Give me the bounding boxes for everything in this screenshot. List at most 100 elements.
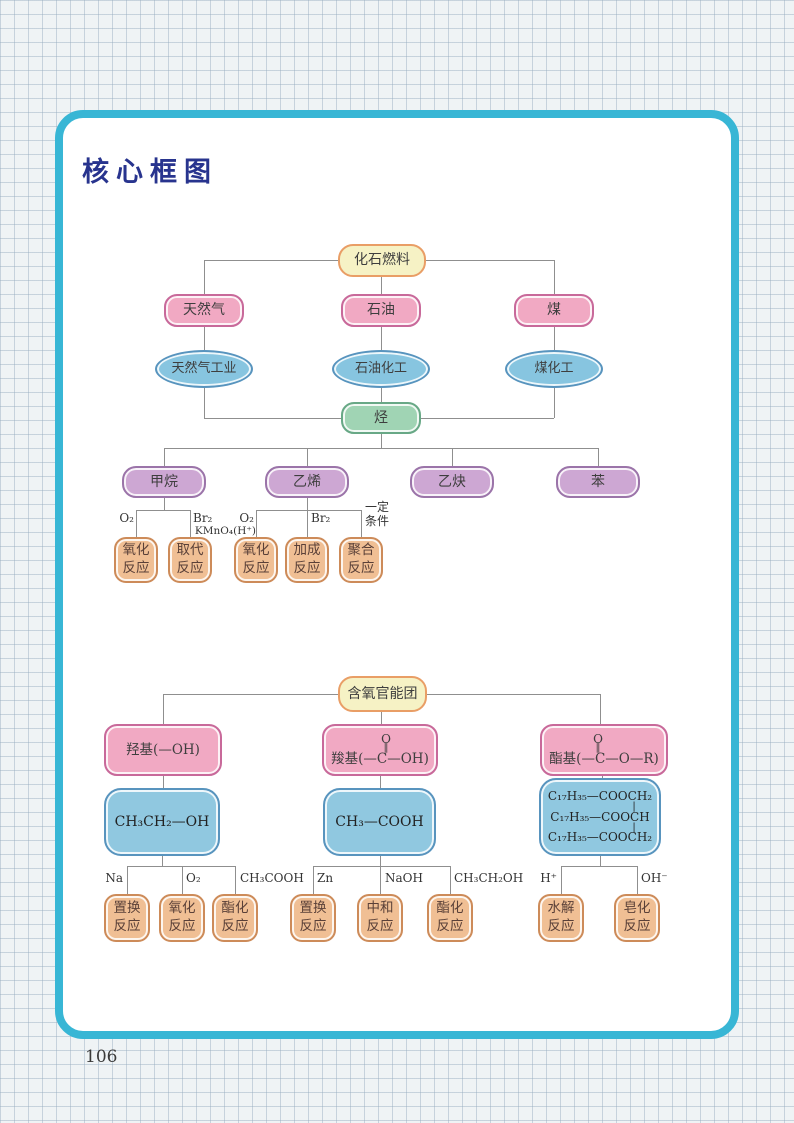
reaction-node-oxidation: 氧化反应 [159, 894, 205, 942]
node-label: 石油化工 [354, 361, 407, 377]
condition-label: NaOH [385, 871, 423, 885]
condition-label: O₂ [186, 871, 201, 885]
node-label: 天然气工业 [171, 361, 237, 377]
condition-label: Br₂ [311, 511, 331, 525]
node-label: 石油 [367, 302, 395, 319]
connector-line [381, 327, 382, 350]
condition-label: H⁺ [540, 871, 557, 885]
connector-line [380, 856, 381, 866]
connector-line [164, 448, 165, 466]
compound-formula-line: C₁₇H₃₅—COOCH₂ [547, 830, 653, 844]
connector-line [381, 712, 382, 724]
reaction-node-esterification: 酯化反应 [427, 894, 473, 942]
reaction-node-polymerization: 聚合反应 [339, 537, 383, 583]
compound-formula-line: C₁₇H₃₅—COOCH [550, 809, 650, 824]
node-label: 甲烷 [150, 473, 178, 490]
connector-line [307, 510, 308, 537]
double-bond-icon: ‖ [383, 741, 389, 753]
connector-line [127, 866, 128, 894]
node-label: 苯 [591, 473, 605, 490]
connector-line [452, 448, 453, 466]
node-acetylene: 乙炔 [410, 466, 494, 498]
compound-formula: CH₃CH₂—OH [114, 813, 210, 830]
page-number: 106 [85, 1047, 118, 1067]
condition-label: OH⁻ [641, 871, 668, 885]
node-hydrocarbon: 烃 [341, 402, 421, 434]
connector-line [637, 866, 638, 894]
condition-label: O₂ [119, 511, 134, 525]
connector-line [361, 510, 362, 537]
reaction-node-substitution: 取代反应 [168, 537, 212, 583]
connector-line [313, 866, 450, 867]
condition-label: Na [105, 871, 123, 885]
reaction-node-neutralization: 中和反应 [357, 894, 403, 942]
connector-line [554, 260, 555, 294]
node-label: 烃 [374, 409, 388, 426]
node-methane: 甲烷 [122, 466, 206, 498]
node-hydroxyl-group: 羟基(—OH) [104, 724, 222, 776]
reaction-node-oxidation: 氧化反应 [114, 537, 158, 583]
reaction-node-oxidation: 氧化反应 [234, 537, 278, 583]
reaction-label: 置换反应 [113, 900, 141, 934]
condition-line: 条件 [365, 513, 390, 528]
reaction-node-esterification: 酯化反应 [212, 894, 258, 942]
condition-label: 一定 条件 [365, 500, 390, 529]
group-formula: 羧基(—C—OH) [331, 751, 429, 768]
node-fossil-fuel: 化石燃料 [338, 244, 426, 277]
node-ester-group: O ‖ 酯基(—C—O—R) [540, 724, 668, 776]
condition-label: CH₃CH₂OH [454, 871, 524, 885]
connector-line [163, 694, 164, 724]
connector-line [598, 448, 599, 466]
node-label: 天然气 [183, 302, 225, 319]
reaction-label: 酯化反应 [221, 900, 249, 934]
group-formula: 羟基(—OH) [126, 741, 200, 758]
condition-line: 一定 [365, 500, 390, 514]
reaction-node-displacement: 置换反应 [290, 894, 336, 942]
double-bond-icon: ‖ [595, 741, 601, 753]
reaction-label: 氧化反应 [242, 542, 270, 576]
connector-line [162, 856, 163, 866]
bond-icon: | [632, 821, 636, 833]
condition-label: Br₂ [193, 511, 213, 525]
condition-label: Zn [317, 871, 334, 885]
connector-line [381, 434, 382, 448]
reaction-node-hydrolysis: 水解反应 [538, 894, 584, 942]
node-natural-gas: 天然气 [164, 294, 244, 327]
connector-line [561, 866, 562, 894]
connector-line [380, 776, 381, 788]
connector-line [163, 776, 164, 788]
reaction-label: 聚合反应 [347, 542, 375, 576]
connector-line [256, 510, 361, 511]
connector-line [561, 866, 637, 867]
node-label: 煤 [547, 302, 561, 319]
connector-line [204, 260, 205, 294]
connector-line [313, 866, 314, 894]
node-coal-chemical-industry: 煤化工 [505, 350, 603, 388]
reaction-label: 中和反应 [366, 900, 394, 934]
node-natural-gas-industry: 天然气工业 [155, 350, 253, 388]
reaction-label: 置换反应 [299, 900, 327, 934]
connector-line [164, 448, 598, 449]
node-benzene: 苯 [556, 466, 640, 498]
node-label: 乙炔 [438, 473, 466, 490]
node-label: 乙烯 [293, 473, 321, 490]
condition-label: CH₃COOH [240, 871, 304, 885]
page-title: 核心框图 [82, 157, 218, 188]
connector-line [450, 866, 451, 894]
reaction-label: 加成反应 [293, 542, 321, 576]
reaction-label: 取代反应 [176, 542, 204, 576]
compound-formula: CH₃—COOH [335, 813, 424, 830]
node-label: 化石燃料 [354, 252, 410, 269]
node-oxygen-functional-groups: 含氧官能团 [338, 676, 427, 712]
node-coal: 煤 [514, 294, 594, 327]
condition-label: KMnO₄(H⁺) [194, 525, 256, 537]
connector-line [190, 510, 191, 537]
connector-line [127, 866, 235, 867]
connector-line [136, 510, 137, 537]
connector-line [235, 866, 236, 894]
reaction-label: 皂化反应 [623, 900, 651, 934]
reaction-label: 氧化反应 [168, 900, 196, 934]
connector-line [204, 327, 205, 350]
double-bond-oxygen: O [593, 731, 603, 746]
reaction-node-addition: 加成反应 [285, 537, 329, 583]
